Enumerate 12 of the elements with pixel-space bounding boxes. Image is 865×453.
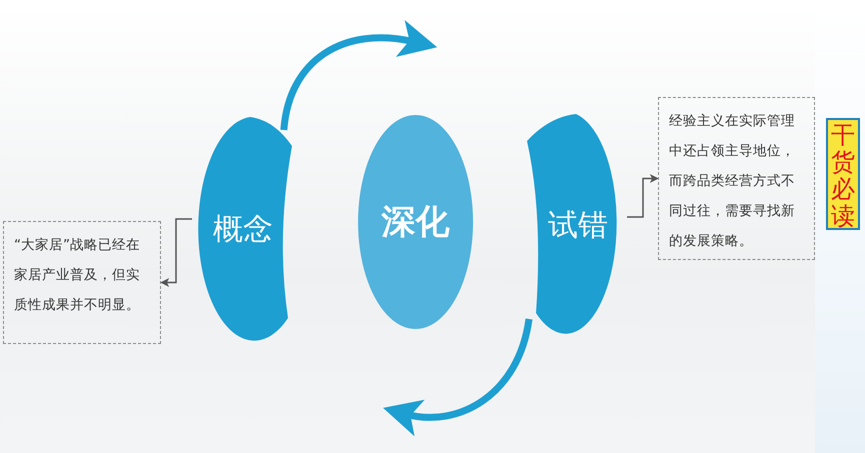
note-text: 经验主义在实际管理中还占领主导地位，而跨品类经营方式不同过往，需要寻找新的发展策略。	[669, 112, 796, 251]
connector-arrow	[160, 218, 192, 287]
connector-arrow	[627, 174, 659, 218]
note-text: “大家居”战略已经在家居产业普及，但实质性成果并不明显。	[14, 236, 142, 315]
note-box	[3, 221, 161, 344]
stage-label: 深化	[382, 201, 450, 244]
ribbon-tag: 干货必读	[826, 118, 860, 230]
curved-arrow	[382, 318, 532, 436]
curved-arrow	[280, 20, 438, 130]
note-box	[658, 97, 815, 260]
stage-label: 概念	[213, 210, 273, 248]
stage-label: 试错	[548, 206, 608, 244]
